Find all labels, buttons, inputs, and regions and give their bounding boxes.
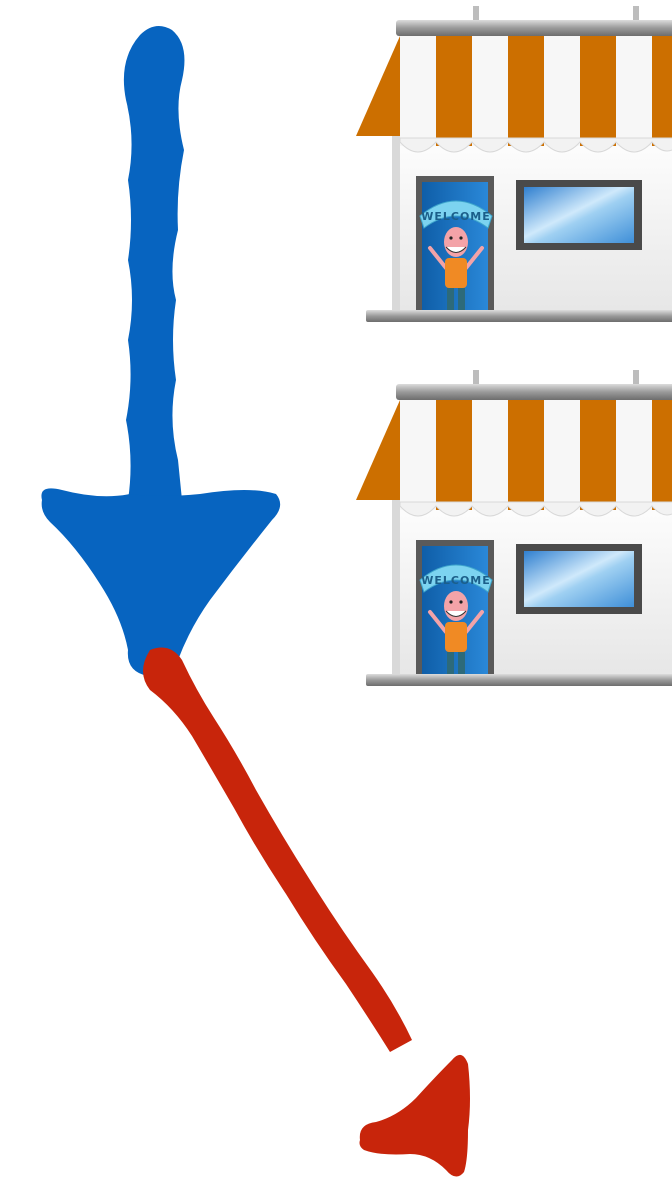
- store-2: WELCOME: [356, 370, 672, 686]
- store-1-sign-text: WELCOME: [421, 210, 491, 223]
- red-arrow-head: [360, 1055, 471, 1177]
- store-1: WELCOME: [356, 6, 672, 322]
- blue-down-arrow: [41, 26, 280, 676]
- store-2-sign-text: WELCOME: [421, 574, 491, 587]
- red-diagonal-arrow: [143, 648, 470, 1177]
- blue-arrow-shaft: [124, 26, 185, 500]
- red-arrow-shaft: [143, 648, 412, 1052]
